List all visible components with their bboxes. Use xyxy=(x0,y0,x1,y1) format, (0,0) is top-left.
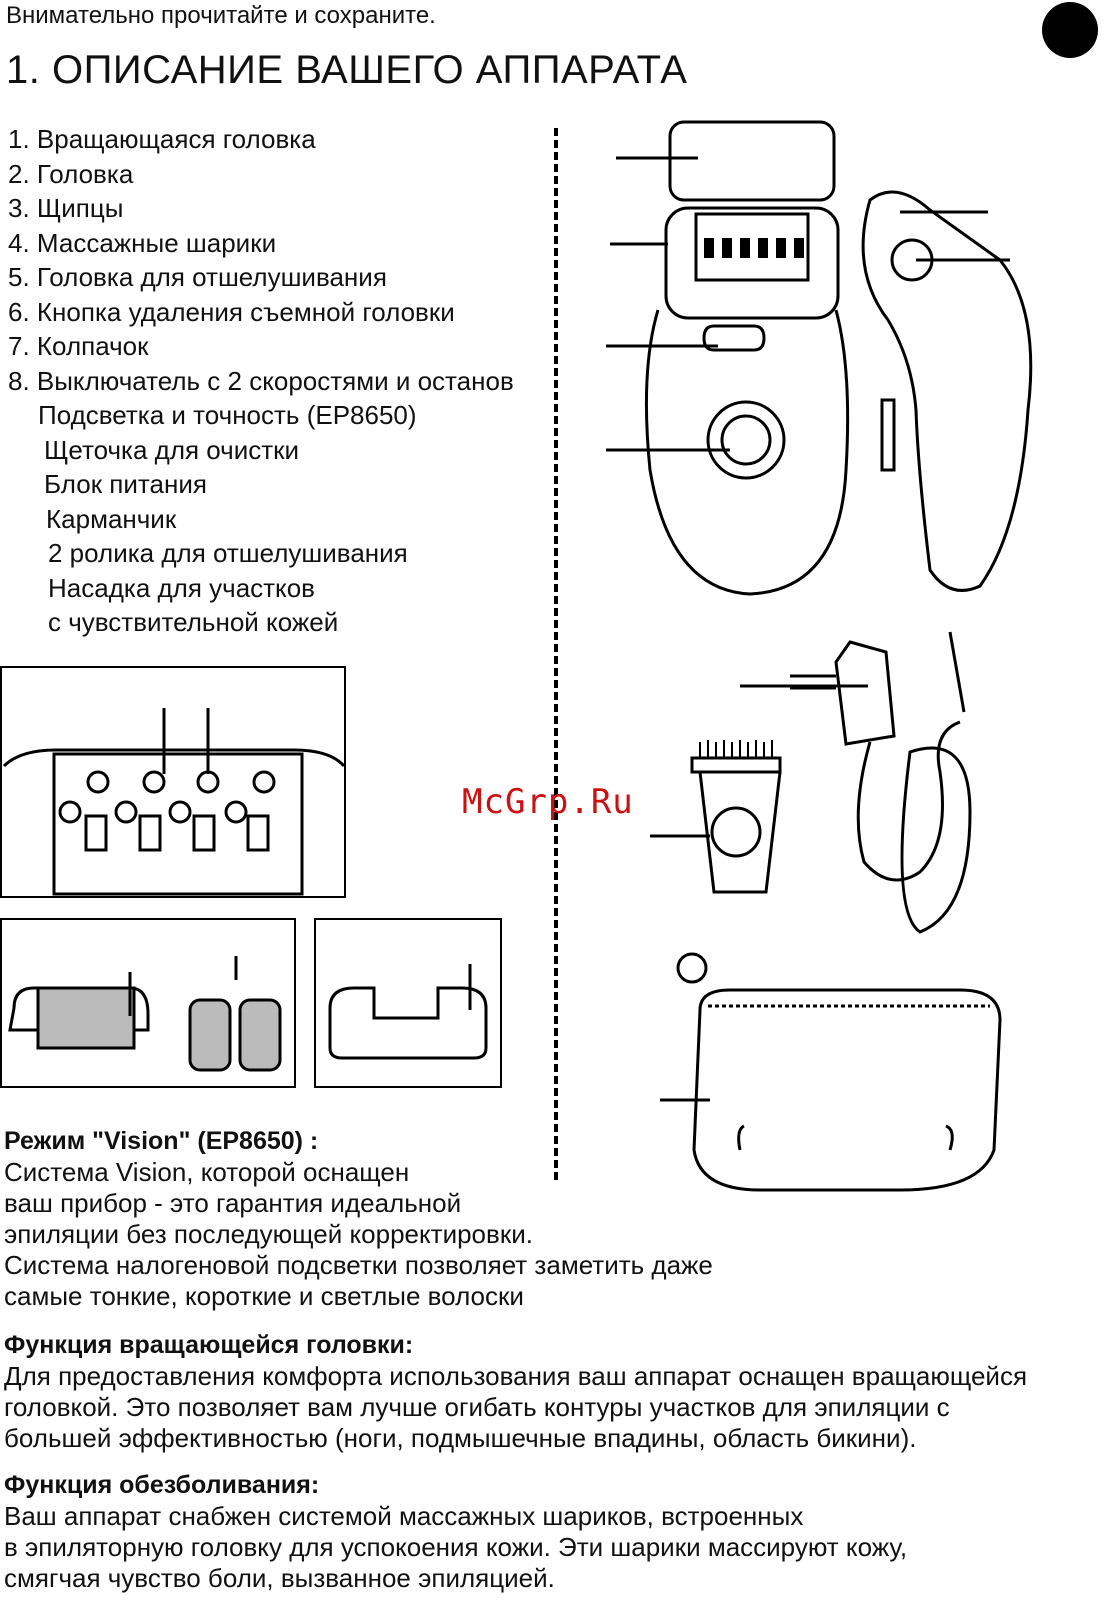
paragraph-line: смягчая чувство боли, вызванное эпиляцие… xyxy=(4,1563,555,1593)
vision-section: Режим "Vision" (EP8650) : Система Vision… xyxy=(4,1126,713,1312)
paragraph-line: Ваш аппарат снабжен системой массажных ш… xyxy=(4,1501,804,1531)
pouch-illustration xyxy=(660,952,1002,1192)
list-item: 3. Щипцы xyxy=(8,193,124,223)
section-heading: Режим "Vision" (EP8650) : xyxy=(4,1127,319,1155)
list-item: Насадка для участков xyxy=(48,572,315,603)
paragraph-line: головкой. Это позволяет вам лучше огибат… xyxy=(4,1392,950,1422)
list-item: 5. Головка для отшелушивания xyxy=(8,262,387,292)
list-item: Подсветка и точность (EP8650) xyxy=(38,400,417,430)
dashed-divider xyxy=(554,128,558,1180)
paragraph-line: эпиляции без последующей корректировки. xyxy=(4,1219,533,1249)
list-item: 2. Головка xyxy=(8,158,134,189)
list-item: 7. Колпачок xyxy=(8,331,149,361)
list-item: 1. Вращающаяся головка xyxy=(8,124,316,154)
paragraph-line: ваш прибор - это гарантия идеальной xyxy=(4,1188,462,1218)
paragraph-line: самые тонкие, короткие и светлые волоски xyxy=(4,1281,524,1311)
page-title: 1. ОПИСАНИЕ ВАШЕГО АППАРАТА xyxy=(6,48,688,92)
list-item: Щеточка для очистки xyxy=(44,434,300,465)
paragraph-line: Система налогеновой подсветки позволяет … xyxy=(4,1250,713,1280)
list-item: 4. Массажные шарики xyxy=(8,227,277,258)
intro-text: Внимательно прочитайте и сохраните. xyxy=(6,2,436,29)
list-item: 6. Кнопка удаления съемной головки xyxy=(8,296,455,327)
list-item: 8. Выключатель с 2 скоростями и останов xyxy=(8,365,514,396)
paragraph-line: большей эффективностью (ноги, подмышечны… xyxy=(4,1423,917,1453)
paragraph-line: Для предоставления комфорта использовани… xyxy=(4,1361,1028,1391)
sensitive-attachment-illustration xyxy=(314,918,502,1088)
list-item: Блок питания xyxy=(44,469,207,499)
paragraph-line: в эпиляторную головку для успокоения кож… xyxy=(4,1532,908,1562)
section-heading: Функция вращающейся головки: xyxy=(4,1331,414,1359)
page-marker-dot xyxy=(1042,2,1098,58)
rotating-section: Функция вращающейся головки: Для предост… xyxy=(4,1330,1027,1454)
paragraph-line: Система Vision, которой оснащен xyxy=(4,1157,410,1187)
parts-list: 1. Вращающаяся головка 2. Головка 3. Щип… xyxy=(8,122,514,640)
head-detail-illustration xyxy=(0,666,346,898)
list-item: Карманчик xyxy=(46,503,177,534)
section-heading: Функция обезболивания: xyxy=(4,1471,320,1499)
watermark: McGrp.Ru xyxy=(462,782,634,822)
epilator-illustration xyxy=(606,120,1033,596)
list-item: 2 ролика для отшелушивания xyxy=(48,538,408,568)
list-item: с чувствительной кожей xyxy=(48,607,339,637)
painless-section: Функция обезболивания: Ваш аппарат снабж… xyxy=(4,1470,907,1594)
accessories-illustration xyxy=(0,918,296,1088)
power-adapter-illustration xyxy=(650,631,972,934)
